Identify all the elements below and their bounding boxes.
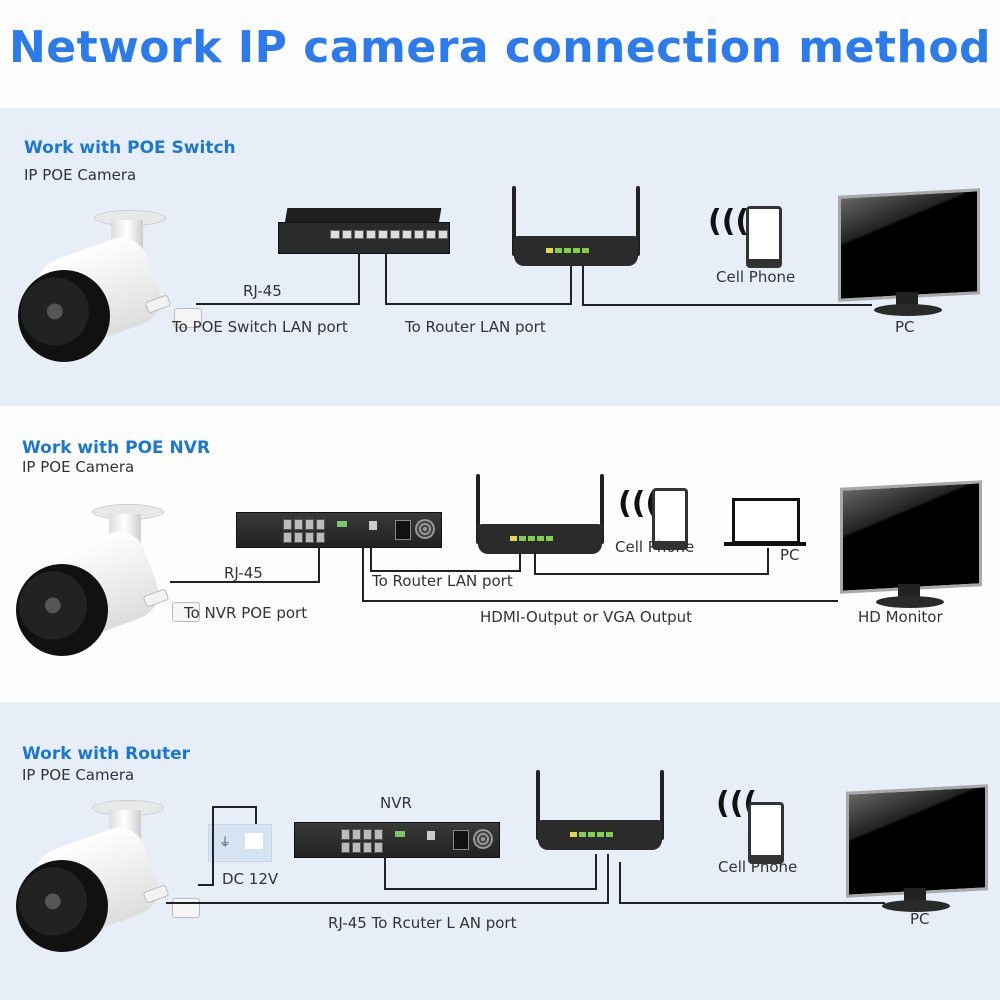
wire (212, 806, 256, 808)
wire (570, 266, 572, 305)
to-switch-label: To POE Switch LAN port (172, 318, 348, 336)
wire (318, 546, 320, 583)
ip-camera-icon (16, 210, 216, 380)
wire (358, 253, 360, 305)
pc-label: PC (910, 910, 930, 928)
laptop-pc-icon (724, 498, 806, 548)
cell-phone-icon (748, 802, 784, 864)
poe-switch-icon (278, 208, 450, 254)
pc-label: PC (780, 546, 800, 564)
cell-phone-icon (652, 488, 688, 550)
dc-12v-label: DC 12V (222, 870, 279, 888)
wire (385, 253, 387, 305)
router-icon (506, 186, 646, 266)
cell-phone-label: Cell Phone (615, 538, 695, 556)
section-poe-switch: Work with POE Switch IP POE Camera ((( C… (0, 108, 1000, 406)
hd-monitor-icon (840, 480, 982, 612)
cell-phone-icon (746, 206, 782, 268)
cell-phone-label: Cell Phone (716, 268, 796, 286)
wire (255, 806, 257, 824)
ip-camera-icon (14, 800, 214, 970)
wire (370, 570, 520, 572)
section-heading: Work with POE NVR (22, 438, 211, 458)
to-nvr-label: To NVR POE port (184, 604, 308, 622)
wire (607, 854, 609, 904)
page-title: Network IP camera connection method (8, 22, 992, 73)
wire (534, 551, 536, 575)
wire (595, 854, 597, 890)
wire (370, 546, 372, 572)
rj45-label: RJ-45 (243, 282, 282, 300)
wire (767, 548, 769, 575)
wifi-signal-icon: ((( (708, 204, 750, 239)
wire (170, 581, 320, 583)
wire (619, 902, 885, 904)
rj45-router-label: RJ-45 To Rcuter L AN port (328, 914, 517, 932)
section-heading: Work with Router (22, 744, 191, 764)
pc-monitor-icon (838, 188, 980, 320)
wire (212, 806, 214, 886)
cell-phone-label: Cell Phone (718, 858, 798, 876)
nvr-label: NVR (380, 794, 412, 812)
nvr-icon (236, 512, 442, 548)
nvr-icon (294, 822, 500, 858)
rj45-label: RJ-45 (224, 564, 263, 582)
power-socket-icon: ⏚ (208, 824, 272, 862)
section-router: Work with Router IP POE Camera ⏚ DC 12V … (0, 702, 1000, 1000)
wire (582, 304, 872, 306)
wire (384, 856, 386, 890)
wire (362, 546, 364, 602)
pc-monitor-icon (846, 784, 988, 916)
wire (582, 266, 584, 306)
wire (196, 303, 360, 305)
to-router-label: To Router LAN port (405, 318, 546, 336)
wire (198, 884, 214, 886)
wire (166, 902, 608, 904)
ip-camera-icon (14, 504, 214, 674)
to-router-label: To Router LAN port (372, 572, 513, 590)
wire (519, 551, 521, 572)
wire (619, 862, 621, 904)
section-heading: Work with POE Switch (24, 138, 236, 158)
hdmi-vga-label: HDMI-Output or VGA Output (480, 608, 693, 626)
wire (362, 600, 838, 602)
camera-label: IP POE Camera (22, 458, 135, 476)
camera-label: IP POE Camera (22, 766, 135, 784)
wire (384, 888, 596, 890)
router-icon (530, 770, 670, 850)
wire (385, 303, 571, 305)
pc-label: PC (895, 318, 915, 336)
hd-monitor-label: HD Monitor (858, 608, 943, 626)
router-icon (470, 474, 610, 554)
section-poe-nvr: Work with POE NVR IP POE Camera ((( Cell… (0, 406, 1000, 702)
wire (534, 573, 768, 575)
camera-label: IP POE Camera (24, 166, 137, 184)
